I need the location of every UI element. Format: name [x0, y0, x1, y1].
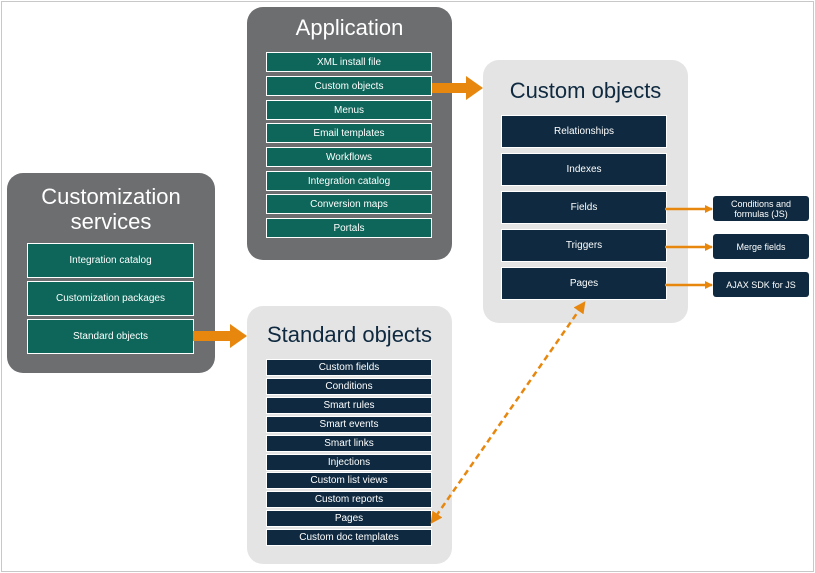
arrow-cs-to-standard-objects: [193, 324, 247, 348]
app-item-xml-install-file: XML install file: [266, 52, 432, 72]
side-note-ajax-sdk: AJAX SDK for JS: [713, 272, 809, 297]
so-item-conditions: Conditions: [266, 378, 432, 395]
so-item-injections: Injections: [266, 454, 432, 471]
custom-objects-panel: Custom objects Relationships Indexes Fie…: [483, 60, 688, 323]
standard-objects-title: Standard objects: [266, 322, 433, 347]
standard-objects-panel: Standard objects Custom fields Condition…: [247, 306, 452, 564]
application-panel: Application XML install file Custom obje…: [247, 7, 452, 260]
cs-item-integration-catalog: Integration catalog: [27, 243, 194, 278]
co-item-indexes: Indexes: [501, 153, 667, 186]
so-item-smart-events: Smart events: [266, 416, 432, 433]
so-item-custom-reports: Custom reports: [266, 491, 432, 508]
customization-services-panel: Customization services Integration catal…: [7, 173, 215, 373]
custom-objects-title: Custom objects: [509, 78, 662, 103]
co-item-relationships: Relationships: [501, 115, 667, 148]
app-item-workflows: Workflows: [266, 147, 432, 167]
so-item-custom-doc-templates: Custom doc templates: [266, 529, 432, 546]
application-title: Application: [295, 15, 404, 40]
app-item-portals: Portals: [266, 218, 432, 238]
co-item-triggers: Triggers: [501, 229, 667, 262]
co-item-fields: Fields: [501, 191, 667, 224]
cs-item-customization-packages: Customization packages: [27, 281, 194, 316]
app-item-menus: Menus: [266, 100, 432, 120]
cs-item-standard-objects: Standard objects: [27, 319, 194, 354]
side-note-conditions-formulas: Conditions and formulas (JS): [713, 196, 809, 221]
customization-services-title: Customization services: [41, 184, 181, 234]
app-item-email-templates: Email templates: [266, 123, 432, 143]
app-item-custom-objects: Custom objects: [266, 76, 432, 96]
so-item-pages: Pages: [266, 510, 432, 527]
arrow-dashed-pages-link: [430, 301, 586, 524]
so-item-custom-fields: Custom fields: [266, 359, 432, 376]
side-note-merge-fields: Merge fields: [713, 234, 809, 259]
app-item-integration-catalog: Integration catalog: [266, 171, 432, 191]
arrow-app-to-custom-objects: [432, 76, 483, 100]
app-item-conversion-maps: Conversion maps: [266, 194, 432, 214]
co-item-pages: Pages: [501, 267, 667, 300]
